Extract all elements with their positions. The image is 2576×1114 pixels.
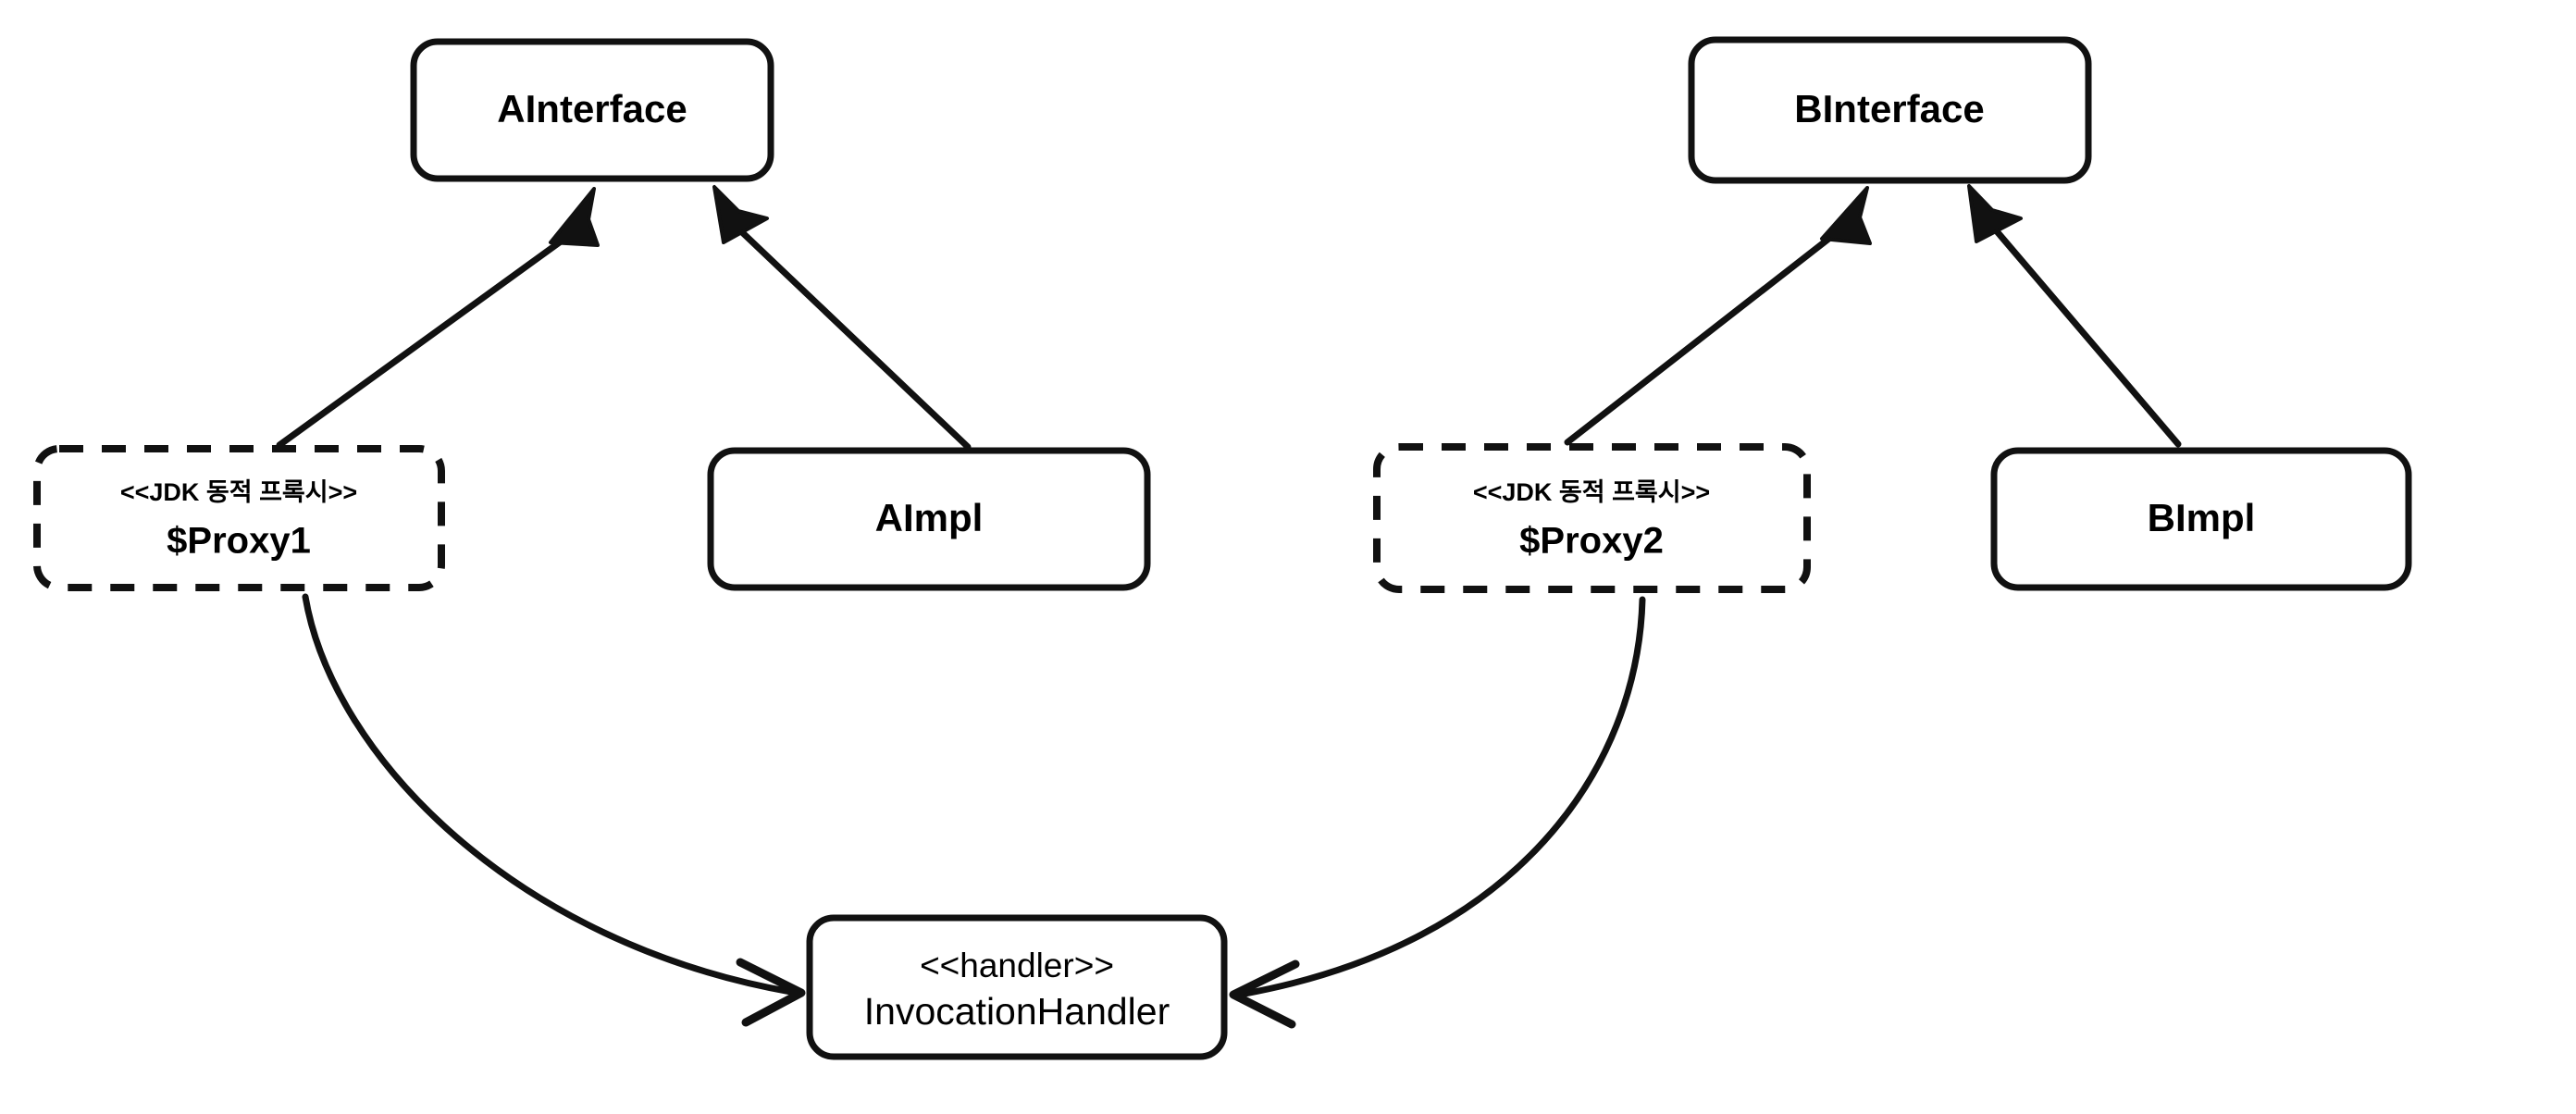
node-proxy1-box[interactable] xyxy=(33,445,445,591)
arrowhead-closed-triangle xyxy=(1967,184,2023,243)
node-proxy2-label: $Proxy2 xyxy=(1519,521,1664,562)
node-invocationhandler[interactable]: <<handler>> InvocationHandler xyxy=(806,914,1228,1060)
node-binterface-label: BInterface xyxy=(1794,87,1984,130)
edge-line-proxy2-binterface xyxy=(1564,227,1843,446)
arrowhead-closed-triangle xyxy=(549,187,600,247)
node-bimpl[interactable]: BImpl xyxy=(1990,447,2412,591)
edge-proxy1-uses-handler xyxy=(302,593,806,1027)
edge-curve-proxy1-handler xyxy=(302,593,795,996)
arrowhead-open-v xyxy=(1229,959,1300,1029)
node-proxy2-stereotype: <<JDK 동적 프록시>> xyxy=(1473,478,1710,506)
node-proxy2-box[interactable] xyxy=(1373,443,1811,593)
node-ainterface-box[interactable] xyxy=(410,38,774,182)
edge-bimpl-implements-binterface xyxy=(1967,184,2182,448)
node-aimpl-label: AImpl xyxy=(875,496,984,539)
edge-proxy1-implements-ainterface xyxy=(276,187,600,449)
node-proxy1[interactable]: <<JDK 동적 프록시>> $Proxy1 xyxy=(33,445,445,591)
node-proxy2[interactable]: <<JDK 동적 프록시>> $Proxy2 xyxy=(1373,443,1811,593)
node-ainterface-label: AInterface xyxy=(497,87,687,130)
arrowhead-closed-triangle xyxy=(1820,186,1872,245)
arrowhead-closed-triangle xyxy=(712,185,769,244)
edge-line-bimpl-binterface xyxy=(1993,228,2182,448)
node-binterface[interactable]: BInterface xyxy=(1688,36,2092,184)
edge-line-aimpl-ainterface xyxy=(739,229,972,451)
node-invocationhandler-stereotype: <<handler>> xyxy=(920,947,1114,984)
node-ainterface[interactable]: AInterface xyxy=(410,38,774,182)
node-bimpl-box[interactable] xyxy=(1990,447,2412,591)
node-bimpl-label: BImpl xyxy=(2148,496,2256,539)
node-aimpl[interactable]: AImpl xyxy=(707,447,1151,591)
edge-proxy2-implements-binterface xyxy=(1564,186,1872,446)
edge-aimpl-implements-ainterface xyxy=(712,185,972,451)
node-proxy1-label: $Proxy1 xyxy=(167,521,311,562)
node-binterface-box[interactable] xyxy=(1688,36,2092,184)
node-invocationhandler-label: InvocationHandler xyxy=(864,990,1170,1033)
edge-line-proxy1-ainterface xyxy=(276,230,575,449)
node-invocationhandler-box[interactable] xyxy=(806,914,1228,1060)
arrowhead-open-v xyxy=(736,958,806,1027)
node-aimpl-box[interactable] xyxy=(707,447,1151,591)
edge-proxy2-uses-handler xyxy=(1229,596,1646,1029)
node-proxy1-stereotype: <<JDK 동적 프록시>> xyxy=(120,478,357,506)
edge-curve-proxy2-handler xyxy=(1241,596,1646,997)
